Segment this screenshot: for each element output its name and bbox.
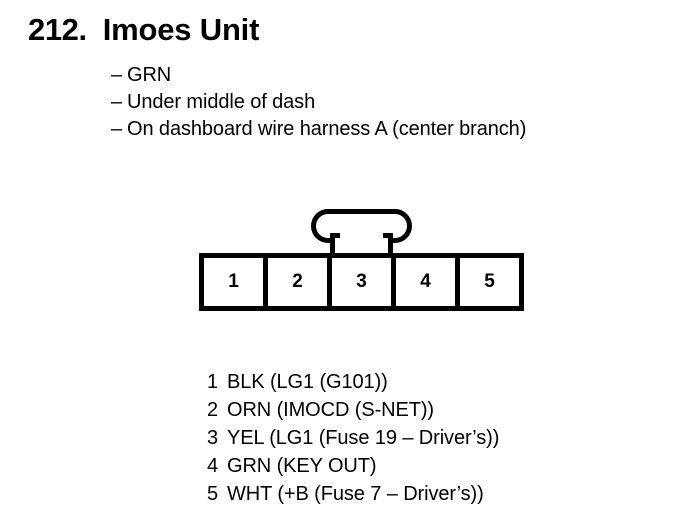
connector-pin-3: 3: [332, 258, 396, 306]
pin-legend-number: 4: [207, 455, 219, 477]
pin-legend-row: 4 GRN (KEY OUT): [207, 452, 499, 480]
dash-bullet-icon: –: [111, 118, 123, 140]
pin-legend-description: YEL (LG1 (Fuse 19 – Driver’s)): [227, 427, 500, 449]
connector-diagram: 1 2 3 4 5: [199, 209, 524, 311]
connector-pin-label: 3: [356, 271, 367, 292]
connector-pin-label: 1: [228, 271, 239, 292]
note-item-text: Under middle of dash: [127, 91, 316, 113]
pin-legend-number: 2: [207, 399, 219, 421]
pin-legend-number: 5: [207, 483, 219, 505]
connector-pin-2: 2: [268, 258, 332, 306]
connector-tab-shoulder-left: [330, 233, 340, 238]
section-title: Imoes Unit: [102, 12, 260, 47]
connector-tab-leg-right: [388, 233, 393, 255]
pin-legend-number: 3: [207, 427, 219, 449]
pin-legend-row: 5 WHT (+B (Fuse 7 – Driver’s)): [207, 480, 499, 508]
pin-legend-row: 1 BLK (LG1 (G101)): [207, 368, 499, 396]
connector-pin-label: 4: [420, 271, 431, 292]
dash-bullet-icon: –: [111, 91, 123, 113]
pin-legend-description: GRN (KEY OUT): [227, 455, 377, 477]
section-number: 212.: [28, 12, 87, 47]
connector-pin-5: 5: [460, 258, 519, 306]
pin-legend: 1 BLK (LG1 (G101)) 2 ORN (IMOCD (S-NET))…: [207, 368, 499, 508]
note-item: – GRN: [111, 62, 526, 89]
connector-pin-4: 4: [396, 258, 460, 306]
connector-pin-label: 2: [292, 271, 303, 292]
pin-legend-row: 2 ORN (IMOCD (S-NET)): [207, 396, 499, 424]
note-list: – GRN – Under middle of dash – On dashbo…: [111, 62, 526, 143]
connector-tab-cutout: [335, 233, 388, 249]
note-item: – On dashboard wire harness A (center br…: [111, 116, 526, 143]
pin-legend-description: ORN (IMOCD (S-NET)): [227, 399, 434, 421]
connector-pin-1: 1: [204, 258, 268, 306]
pin-legend-number: 1: [207, 371, 219, 393]
dash-bullet-icon: –: [111, 64, 123, 86]
note-item: – Under middle of dash: [111, 89, 526, 116]
connector-tab-leg-left: [330, 233, 335, 255]
note-item-text: GRN: [127, 64, 172, 86]
pin-legend-description: WHT (+B (Fuse 7 – Driver’s)): [227, 483, 484, 505]
connector-body: 1 2 3 4 5: [199, 253, 524, 311]
note-item-text: On dashboard wire harness A (center bran…: [127, 118, 527, 140]
page-title: 212. Imoes Unit: [28, 12, 259, 48]
pin-legend-description: BLK (LG1 (G101)): [227, 371, 388, 393]
connector-pin-label: 5: [484, 271, 495, 292]
pin-legend-row: 3 YEL (LG1 (Fuse 19 – Driver’s)): [207, 424, 499, 452]
